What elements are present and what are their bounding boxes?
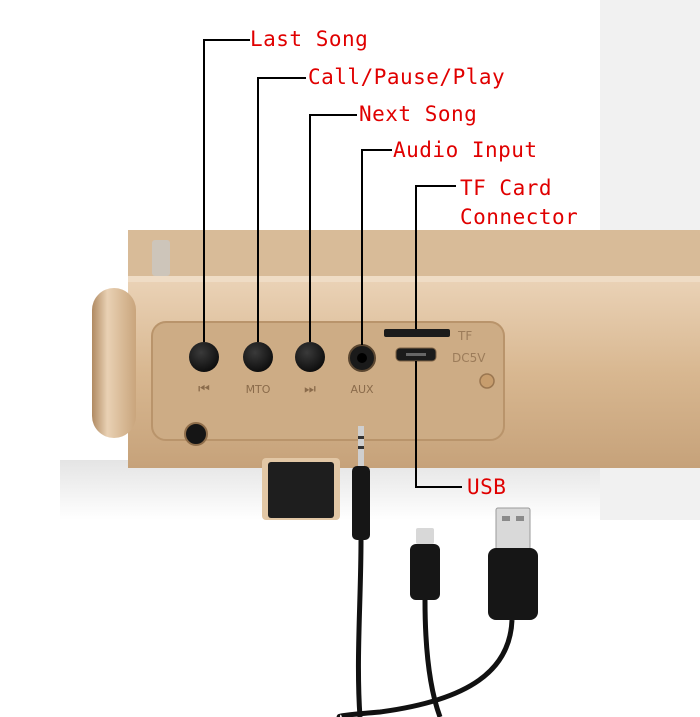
next-marking: ⏭	[304, 382, 316, 397]
aux-jack-hole	[357, 353, 367, 363]
label-next-song: Next Song	[359, 102, 478, 126]
mic-hole	[184, 422, 208, 446]
next-song-button[interactable]	[295, 342, 325, 372]
label-tf-card-line2: Connector	[460, 205, 579, 229]
label-audio-input: Audio Input	[393, 138, 538, 162]
tf-card-slot[interactable]	[384, 329, 450, 337]
prev-marking: ⏮	[198, 382, 210, 397]
mode-marking: MTO	[246, 383, 271, 396]
micro-usb-cable	[410, 528, 443, 717]
floor-shadow	[60, 460, 700, 520]
brand-plate	[152, 240, 170, 276]
leader-usb	[415, 361, 462, 488]
speaker-top-face	[128, 230, 700, 280]
label-usb: USB	[467, 475, 507, 499]
call-pause-play-button[interactable]	[243, 342, 273, 372]
label-call-pause-play: Call/Pause/Play	[308, 65, 506, 89]
label-tf-card-line1: TF Card	[460, 176, 553, 200]
aux-marking: AUX	[350, 383, 374, 396]
speaker-top-highlight	[128, 276, 700, 282]
speaker-foot-pad	[268, 462, 334, 518]
dc5v-marking: DC5V	[452, 351, 486, 365]
indicator-led	[479, 373, 495, 389]
leader-tf-card	[415, 185, 456, 329]
speaker-end-cap	[92, 288, 136, 438]
label-last-song: Last Song	[250, 27, 369, 51]
tf-marking: TF	[457, 329, 472, 343]
leader-audio-input	[361, 149, 392, 345]
leader-last-song	[203, 39, 250, 342]
micro-usb-tongue	[406, 353, 426, 356]
leader-call-pause-play	[257, 77, 306, 342]
usb-a-cable	[336, 507, 538, 717]
aux-cable	[352, 426, 370, 717]
leader-lines	[203, 39, 462, 488]
last-song-button[interactable]	[189, 342, 219, 372]
leader-next-song	[309, 114, 357, 342]
